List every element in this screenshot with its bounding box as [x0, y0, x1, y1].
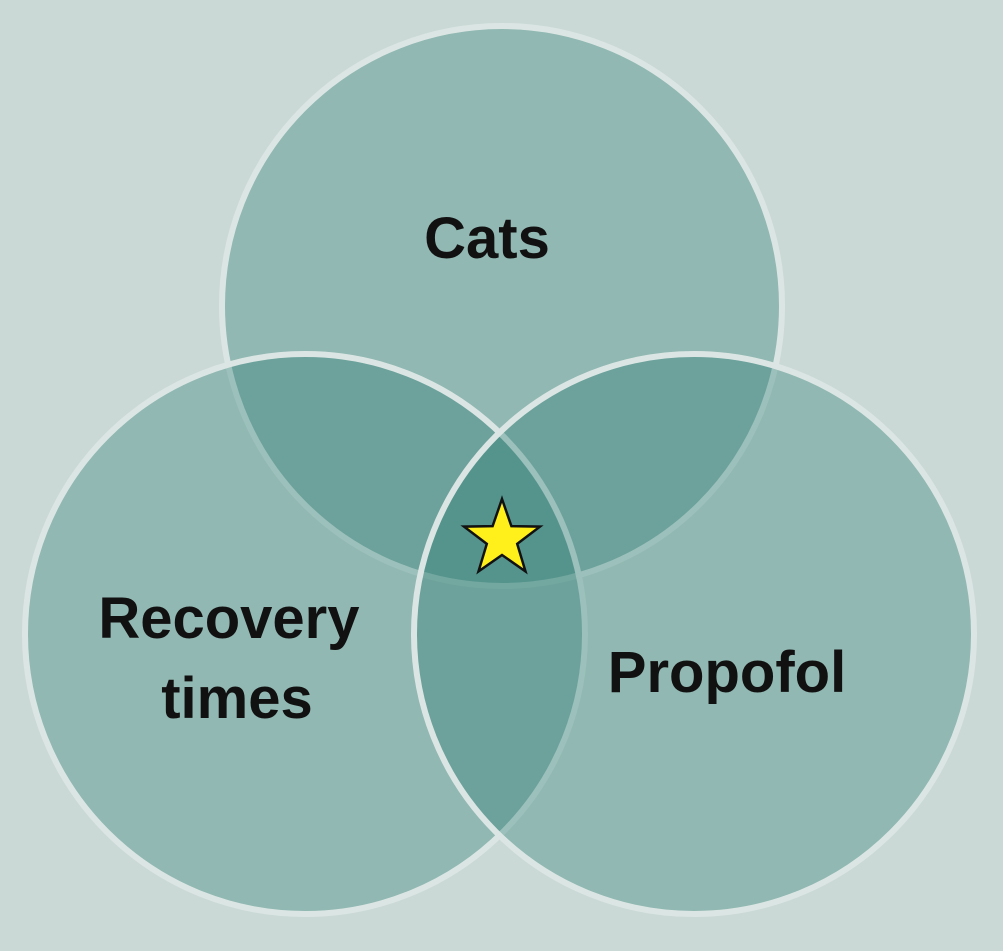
label-recovery-times: Recovery times — [98, 586, 375, 731]
label-recovery-line-1: Recovery — [98, 586, 359, 651]
circle-cats — [219, 23, 785, 589]
label-cats: Cats — [424, 206, 550, 271]
circle-propofol — [411, 351, 977, 917]
star-icon — [460, 495, 544, 575]
circle-recovery-times — [22, 351, 588, 917]
label-recovery-line-2: times — [161, 666, 313, 731]
label-propofol: Propofol — [608, 640, 846, 705]
